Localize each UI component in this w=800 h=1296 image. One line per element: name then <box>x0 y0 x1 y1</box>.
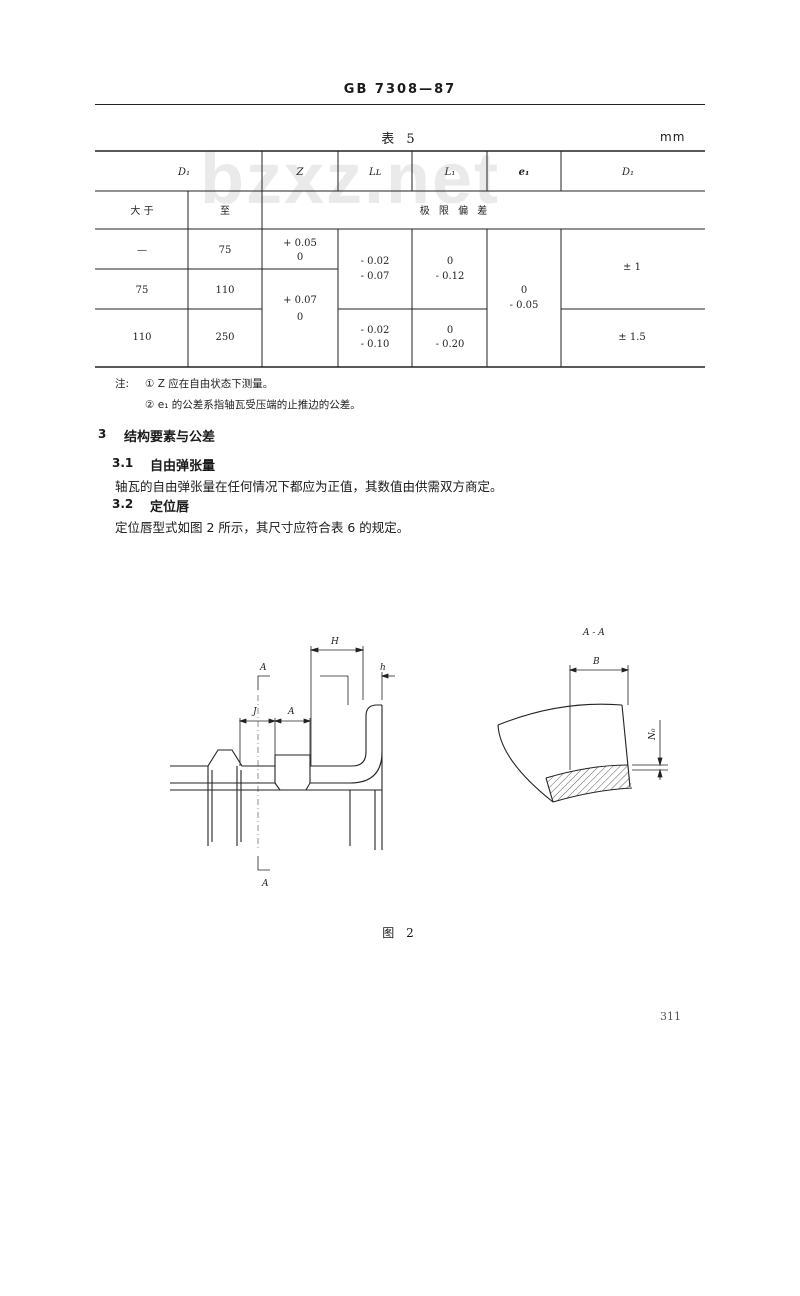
label-h-lower: h <box>380 663 386 673</box>
col-header-e1: e₁ <box>519 167 530 178</box>
table-title: 表 5 <box>381 132 419 147</box>
z-value-1a: + 0.05 <box>283 238 317 249</box>
col-header-ll: Lʟ <box>368 167 382 178</box>
table-unit: mm <box>660 130 686 144</box>
row3-to: 250 <box>215 332 234 343</box>
standard-code-header: GB 7308—87 <box>343 82 457 97</box>
row1-over: — <box>137 245 147 256</box>
header-rule <box>95 104 705 105</box>
ll-value-2b: - 0.10 <box>361 339 390 350</box>
label-b: B <box>592 657 600 667</box>
subheader-tolerance: 极 限 偏 差 <box>420 204 491 217</box>
section-label: A - A <box>582 628 605 638</box>
section-3-title: 结构要素与公差 <box>124 430 216 445</box>
col-header-d1-tol: D₁ <box>621 167 634 178</box>
ll-value-2a: - 0.02 <box>361 325 390 336</box>
section-dimension-lines <box>568 665 668 780</box>
ll-value-1a: - 0.02 <box>361 256 390 267</box>
e1-value-a: 0 <box>521 285 527 296</box>
locating-lip-side-view <box>170 704 383 850</box>
section-3-1-number: 3.1 <box>112 456 134 470</box>
z-value-2b: 0 <box>297 312 303 323</box>
col-header-z: Z <box>296 167 305 178</box>
l1-value-1b: - 0.12 <box>436 271 465 282</box>
section-3-2-text: 定位唇型式如图 2 所示，其尺寸应符合表 6 的规定。 <box>115 520 410 535</box>
col-header-l1: L₁ <box>444 167 456 178</box>
section-3-2-title: 定位唇 <box>150 500 190 515</box>
row3-over: 110 <box>132 332 151 343</box>
section-hatch <box>546 765 632 802</box>
row1-to: 75 <box>219 245 232 256</box>
l1-value-2b: - 0.20 <box>436 339 465 350</box>
figure-caption: 图 2 <box>382 926 418 940</box>
col-header-d1: D₁ <box>177 167 190 178</box>
notes-label: 注: <box>115 378 130 390</box>
label-j: J <box>251 707 258 717</box>
table-5: D₁ Z Lʟ L₁ e₁ D₁ 大 于 至 极 限 偏 差 — 75 75 1… <box>95 150 705 368</box>
watermark: bzxz.net <box>200 139 501 219</box>
label-nb: N₀ <box>648 728 658 741</box>
ll-value-1b: - 0.07 <box>361 271 390 282</box>
label-a-top: A <box>259 663 267 673</box>
subheader-to: 至 <box>220 205 230 217</box>
subheader-over: 大 于 <box>130 204 153 217</box>
figure-2-drawing: A A H h J A A - A B N₀ <box>170 628 668 889</box>
section-3-1-title: 自由弹张量 <box>150 459 216 474</box>
label-a-bottom: A <box>261 879 269 889</box>
note-2: ② e₁ 的公差系指轴瓦受压端的止推边的公差。 <box>145 399 361 411</box>
row2-to: 110 <box>215 285 234 296</box>
note-1: ① Z 应在自由状态下测量。 <box>145 378 274 390</box>
d1-tol-value-1: ± 1 <box>623 262 641 273</box>
l1-value-2a: 0 <box>447 325 453 336</box>
z-value-1b: 0 <box>297 252 303 263</box>
z-value-2a: + 0.07 <box>283 295 317 306</box>
section-3-number: 3 <box>98 427 107 441</box>
table-grid <box>95 150 705 368</box>
label-a-mid: A <box>287 707 295 717</box>
row2-over: 75 <box>136 285 149 296</box>
label-h-upper: H <box>330 637 339 647</box>
dimension-lines <box>238 646 395 871</box>
section-3-1-text: 轴瓦的自由弹张量在任何情况下都应为正值，其数值由供需双方商定。 <box>115 479 503 494</box>
page-number: 311 <box>660 1010 681 1023</box>
e1-value-b: - 0.05 <box>510 300 539 311</box>
d1-tol-value-2: ± 1.5 <box>618 332 645 343</box>
section-3-2-number: 3.2 <box>112 497 134 511</box>
l1-value-1a: 0 <box>447 256 453 267</box>
